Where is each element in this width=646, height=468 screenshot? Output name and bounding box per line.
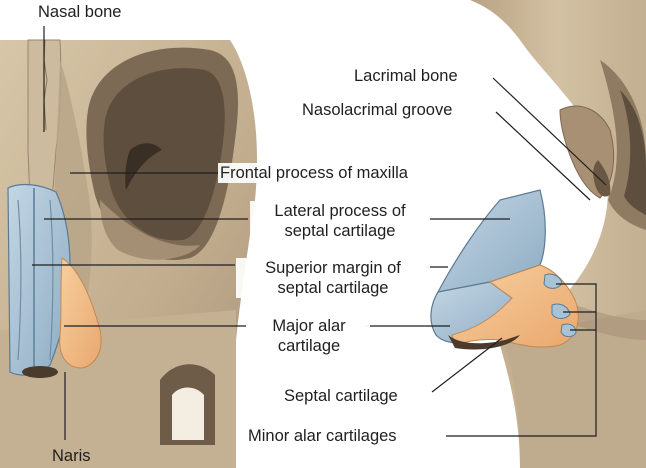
label-major-alar-cartilage: Major alar cartilage <box>248 316 370 356</box>
label-septal-cartilage: Septal cartilage <box>284 387 398 405</box>
orbit-lateral-dark <box>620 90 646 215</box>
orbit-floor-highlight <box>100 200 200 260</box>
nostril-side <box>448 335 520 350</box>
label-major-alar-line1: Major alar <box>272 317 346 335</box>
label-lateral-process-of-septal-cartilage: Lateral process of septal cartilage <box>250 201 430 241</box>
label-nasolacrimal-groove: Nasolacrimal groove <box>302 101 453 119</box>
label-nasal-bone: Nasal bone <box>38 3 122 21</box>
nasolacrimal-groove-shape <box>593 160 611 197</box>
leader-nasolacrimal-groove <box>495 111 591 201</box>
label-lateral-process-line1: Lateral process of <box>274 202 406 220</box>
septum-fold-right <box>49 199 54 361</box>
label-lacrimal-bone: Lacrimal bone <box>354 67 458 85</box>
label-major-alar-line2: cartilage <box>277 337 341 355</box>
leader-lacrimal-bone <box>492 77 607 186</box>
label-frontal-process-of-maxilla: Frontal process of maxilla <box>218 163 410 183</box>
label-superior-margin-line2: septal cartilage <box>277 279 389 297</box>
label-naris: Naris <box>52 447 91 465</box>
naris-opening <box>22 366 58 378</box>
lower-cavity-light <box>172 387 204 440</box>
label-superior-margin-line1: Superior margin of <box>265 259 401 277</box>
lateral-shading <box>560 300 646 340</box>
minor-alar-cartilage-2 <box>551 303 571 319</box>
orbit-inner-shadow <box>103 68 225 241</box>
label-lateral-process-line2: septal cartilage <box>284 222 396 240</box>
label-minor-alar-cartilages: Minor alar cartilages <box>248 427 397 445</box>
orbital-fissure <box>125 143 162 190</box>
minor-alar-cartilage-1 <box>543 273 563 289</box>
septum-fold-left <box>17 199 22 361</box>
leader-lines <box>32 26 607 440</box>
leader-septal-cartilage <box>431 337 503 393</box>
lateral-view <box>430 0 646 468</box>
label-superior-margin-of-septal-cartilage: Superior margin of septal cartilage <box>236 258 430 298</box>
frontal-view <box>0 39 258 468</box>
minor-alar-cartilage-3 <box>560 323 577 338</box>
leader-minor-alar <box>446 283 597 437</box>
maxilla-lateral-lower <box>505 310 646 468</box>
major-alar-cartilage-front <box>59 257 102 369</box>
